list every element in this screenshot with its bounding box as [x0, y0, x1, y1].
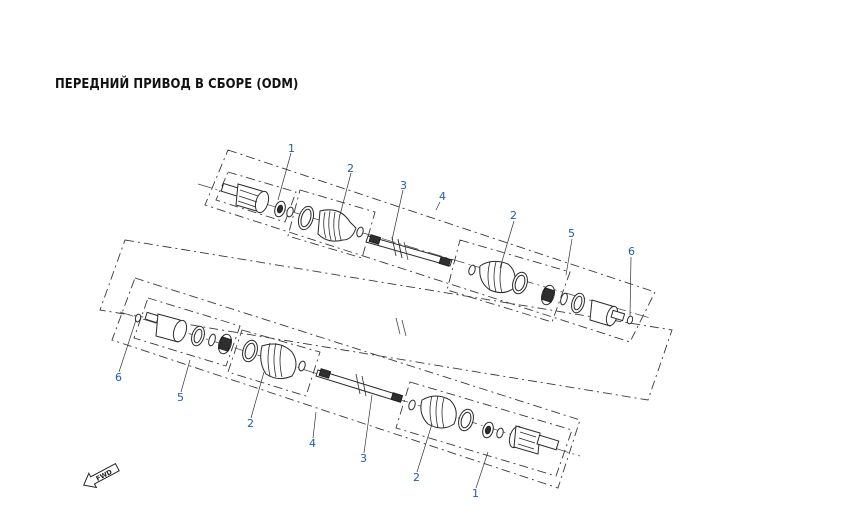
- callout-bottom-4[interactable]: 4: [309, 437, 316, 450]
- callout-top-4[interactable]: 4: [439, 190, 446, 203]
- callout-bottom-2a[interactable]: 2: [247, 417, 254, 430]
- callout-top-2a[interactable]: 2: [347, 162, 354, 175]
- callout-top-5[interactable]: 5: [568, 227, 575, 240]
- callout-top-6[interactable]: 6: [628, 245, 635, 258]
- top-boot-left: [297, 205, 364, 242]
- page-title: ПЕРЕДНИЙ ПРИВОД В СБОРЕ (ODM): [55, 76, 299, 92]
- assembly-frame-outer: [99, 239, 673, 401]
- callout-leaders: [118, 152, 632, 489]
- top-inner-joint: [540, 284, 634, 327]
- callout-top-3[interactable]: 3: [400, 179, 407, 192]
- callout-top-1[interactable]: 1: [288, 142, 295, 155]
- bottom-group-5-frame: [133, 297, 241, 367]
- bottom-boot-right: [408, 395, 474, 432]
- top-group-5-frame: [446, 239, 571, 323]
- bottom-inner-joint: [134, 311, 233, 355]
- top-outer-cv-joint: [220, 182, 270, 214]
- top-boot-right: [468, 260, 528, 295]
- bottom-drive-shaft: [119, 297, 581, 477]
- shaft-break-symbol: [395, 239, 409, 337]
- top-central-shaft: [365, 234, 453, 267]
- bottom-group-2-frame: [227, 329, 321, 397]
- callout-bottom-2b[interactable]: 2: [413, 471, 420, 484]
- top-group-2-frame: [287, 189, 376, 259]
- bottom-boot-left: [242, 339, 306, 380]
- top-group-1-frame: [215, 171, 297, 223]
- callout-bottom-3[interactable]: 3: [360, 452, 367, 465]
- top-drive-shaft: [197, 171, 651, 327]
- top-bearing-cage: [274, 200, 294, 218]
- callout-top-2b[interactable]: 2: [510, 209, 517, 222]
- assembly-frame-top: [204, 149, 656, 343]
- fwd-arrow-icon: FWD: [83, 463, 120, 489]
- callout-bottom-6[interactable]: 6: [115, 371, 122, 384]
- callout-bottom-1[interactable]: 1: [472, 487, 479, 500]
- bottom-central-shaft: [315, 368, 404, 403]
- assembly-frame-bottom: [111, 277, 581, 489]
- bottom-outer-cv-joint: [482, 421, 560, 455]
- bottom-group-1-frame: [395, 381, 573, 477]
- callout-bottom-5[interactable]: 5: [177, 391, 184, 404]
